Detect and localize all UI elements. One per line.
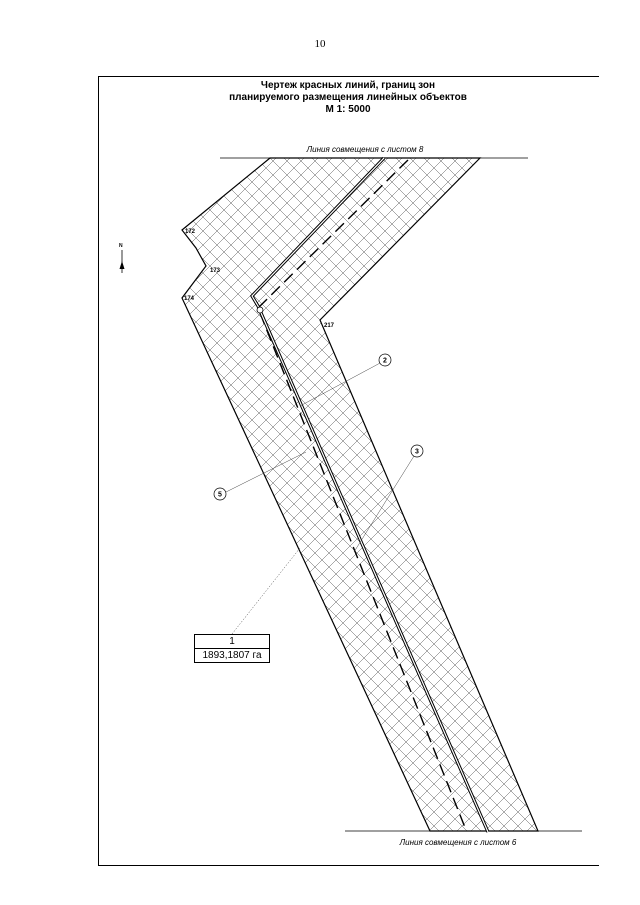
- parcel-number: 1: [195, 635, 269, 649]
- page-number: 10: [314, 38, 326, 50]
- callout-3-leader: [353, 455, 415, 553]
- callout-2-leader: [299, 361, 383, 407]
- drawing-title: Чертеж красных линий, границ зон планиру…: [98, 80, 598, 116]
- north-arrow-icon: N: [117, 243, 127, 275]
- north-letter: N: [119, 243, 123, 249]
- title-scale: М 1: 5000: [325, 104, 371, 115]
- top-match-caption: Линия совмещения с листом 8: [306, 145, 424, 154]
- callout-2: 2: [378, 353, 392, 367]
- title-line-1: Чертеж красных линий, границ зон: [260, 80, 436, 91]
- bottom-match-caption: Линия совмещения с листом 6: [399, 838, 517, 847]
- point-label-172: 172: [185, 229, 196, 235]
- callout-5: 5: [213, 487, 227, 501]
- point-label-217: 217: [324, 323, 335, 329]
- callout-3: 3: [410, 444, 424, 458]
- planning-zone-area: [181, 157, 539, 832]
- dashed-boundary-line: [257, 159, 467, 831]
- parcel-leader: [231, 547, 301, 635]
- bend-node: [256, 306, 264, 314]
- parcel-area: 1893,1807 га: [202, 650, 262, 661]
- linear-object-line-inner: [251, 157, 489, 833]
- drawing-frame: [98, 76, 599, 866]
- callout-2-number: 2: [383, 358, 387, 365]
- parcel-info-box: 1 1893,1807 га: [194, 634, 270, 663]
- callout-3-number: 3: [415, 449, 419, 456]
- callout-5-leader: [225, 451, 307, 493]
- title-line-2: планируемого размещения линейных объекто…: [229, 92, 467, 103]
- point-label-173: 173: [210, 268, 221, 274]
- callout-5-number: 5: [218, 492, 222, 499]
- point-label-174: 174: [184, 296, 195, 302]
